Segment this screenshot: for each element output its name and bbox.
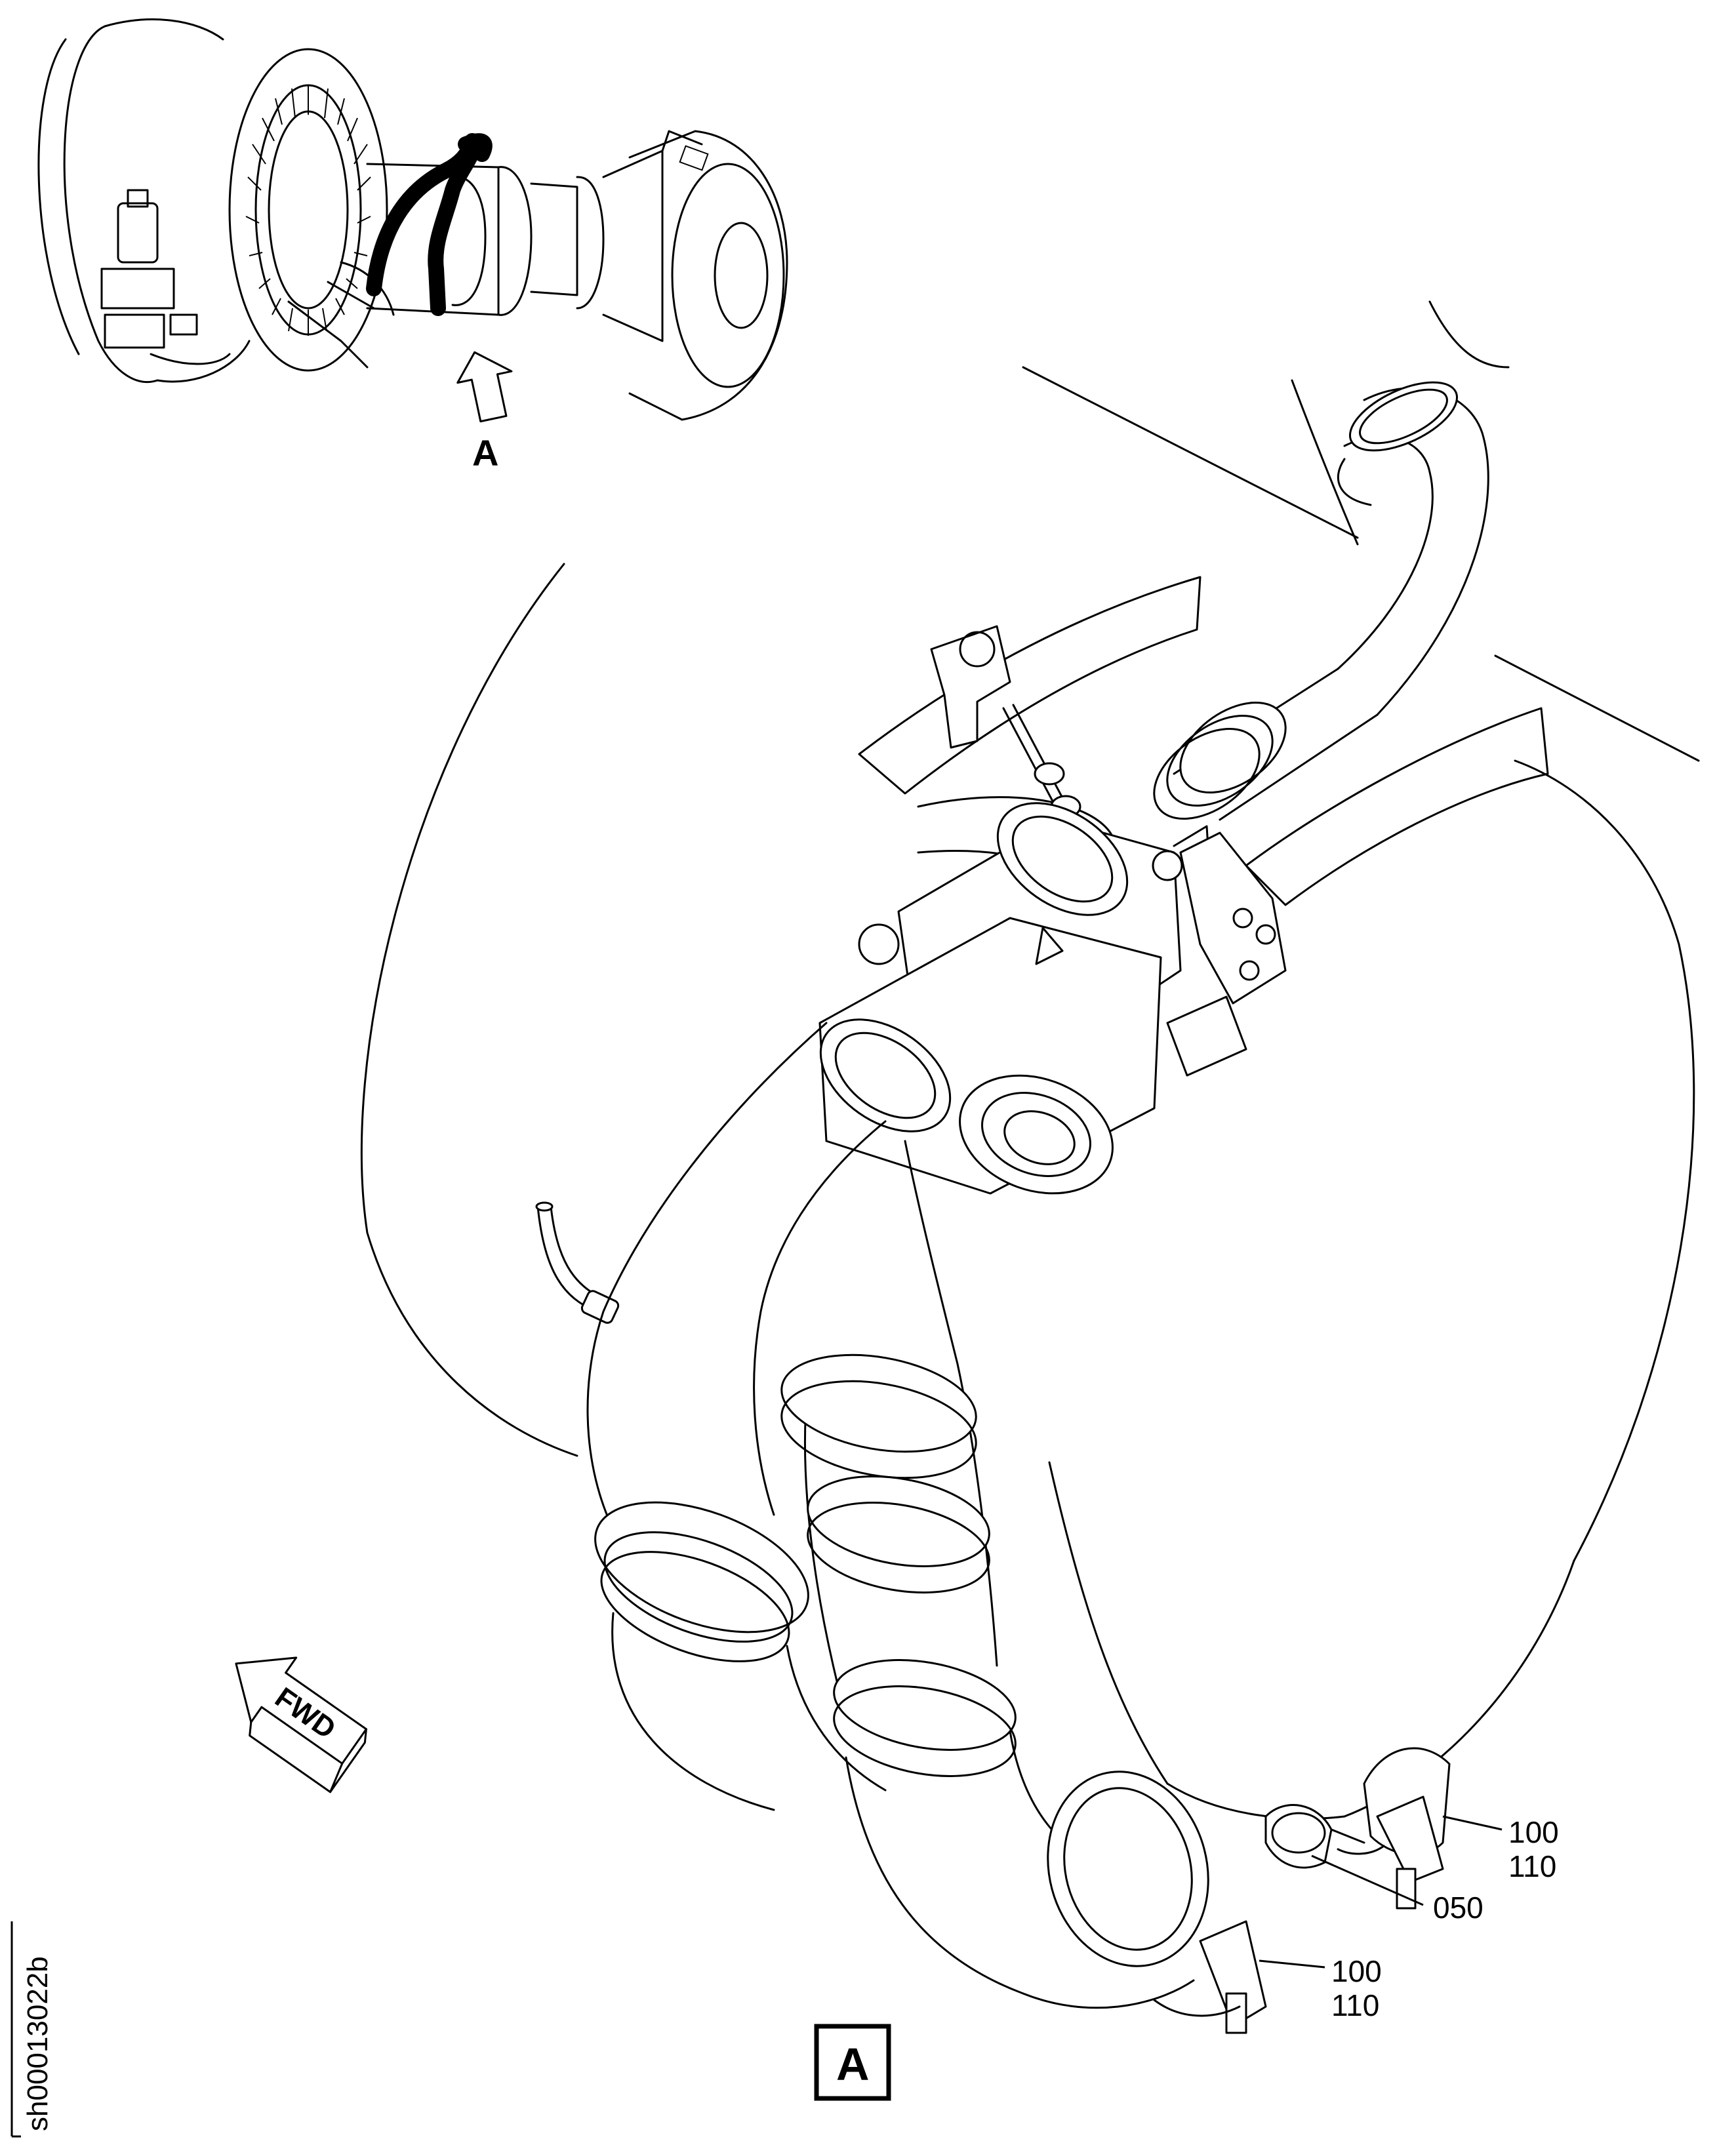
fwd-direction-arrow: FWD bbox=[235, 1656, 367, 1793]
leader-clamp-left bbox=[1259, 1959, 1325, 1969]
detail-view-a: 100 110 050 100 110 bbox=[360, 300, 1700, 2034]
engine-locator-view: A bbox=[37, 18, 788, 473]
callout-clamp-right-line2: 110 bbox=[1508, 1849, 1556, 1883]
leader-sensor bbox=[1311, 1854, 1424, 1906]
figure-id: sh00013022b bbox=[10, 1921, 54, 2138]
view-direction-arrow bbox=[456, 351, 513, 423]
callout-sensor: 050 bbox=[1433, 1891, 1484, 1925]
figure-id-text: sh00013022b bbox=[22, 1956, 54, 2131]
callout-clamp-left-line2: 110 bbox=[1331, 1988, 1379, 2022]
view-callout-label: A bbox=[472, 432, 498, 473]
callout-clamp-right-line1: 100 bbox=[1508, 1815, 1559, 1849]
detail-view-label-box: A bbox=[814, 2024, 891, 2101]
callout-clamp-left-line1: 100 bbox=[1331, 1954, 1382, 1988]
detail-view-label: A bbox=[836, 2039, 870, 2090]
leader-clamp-right bbox=[1442, 1815, 1503, 1831]
